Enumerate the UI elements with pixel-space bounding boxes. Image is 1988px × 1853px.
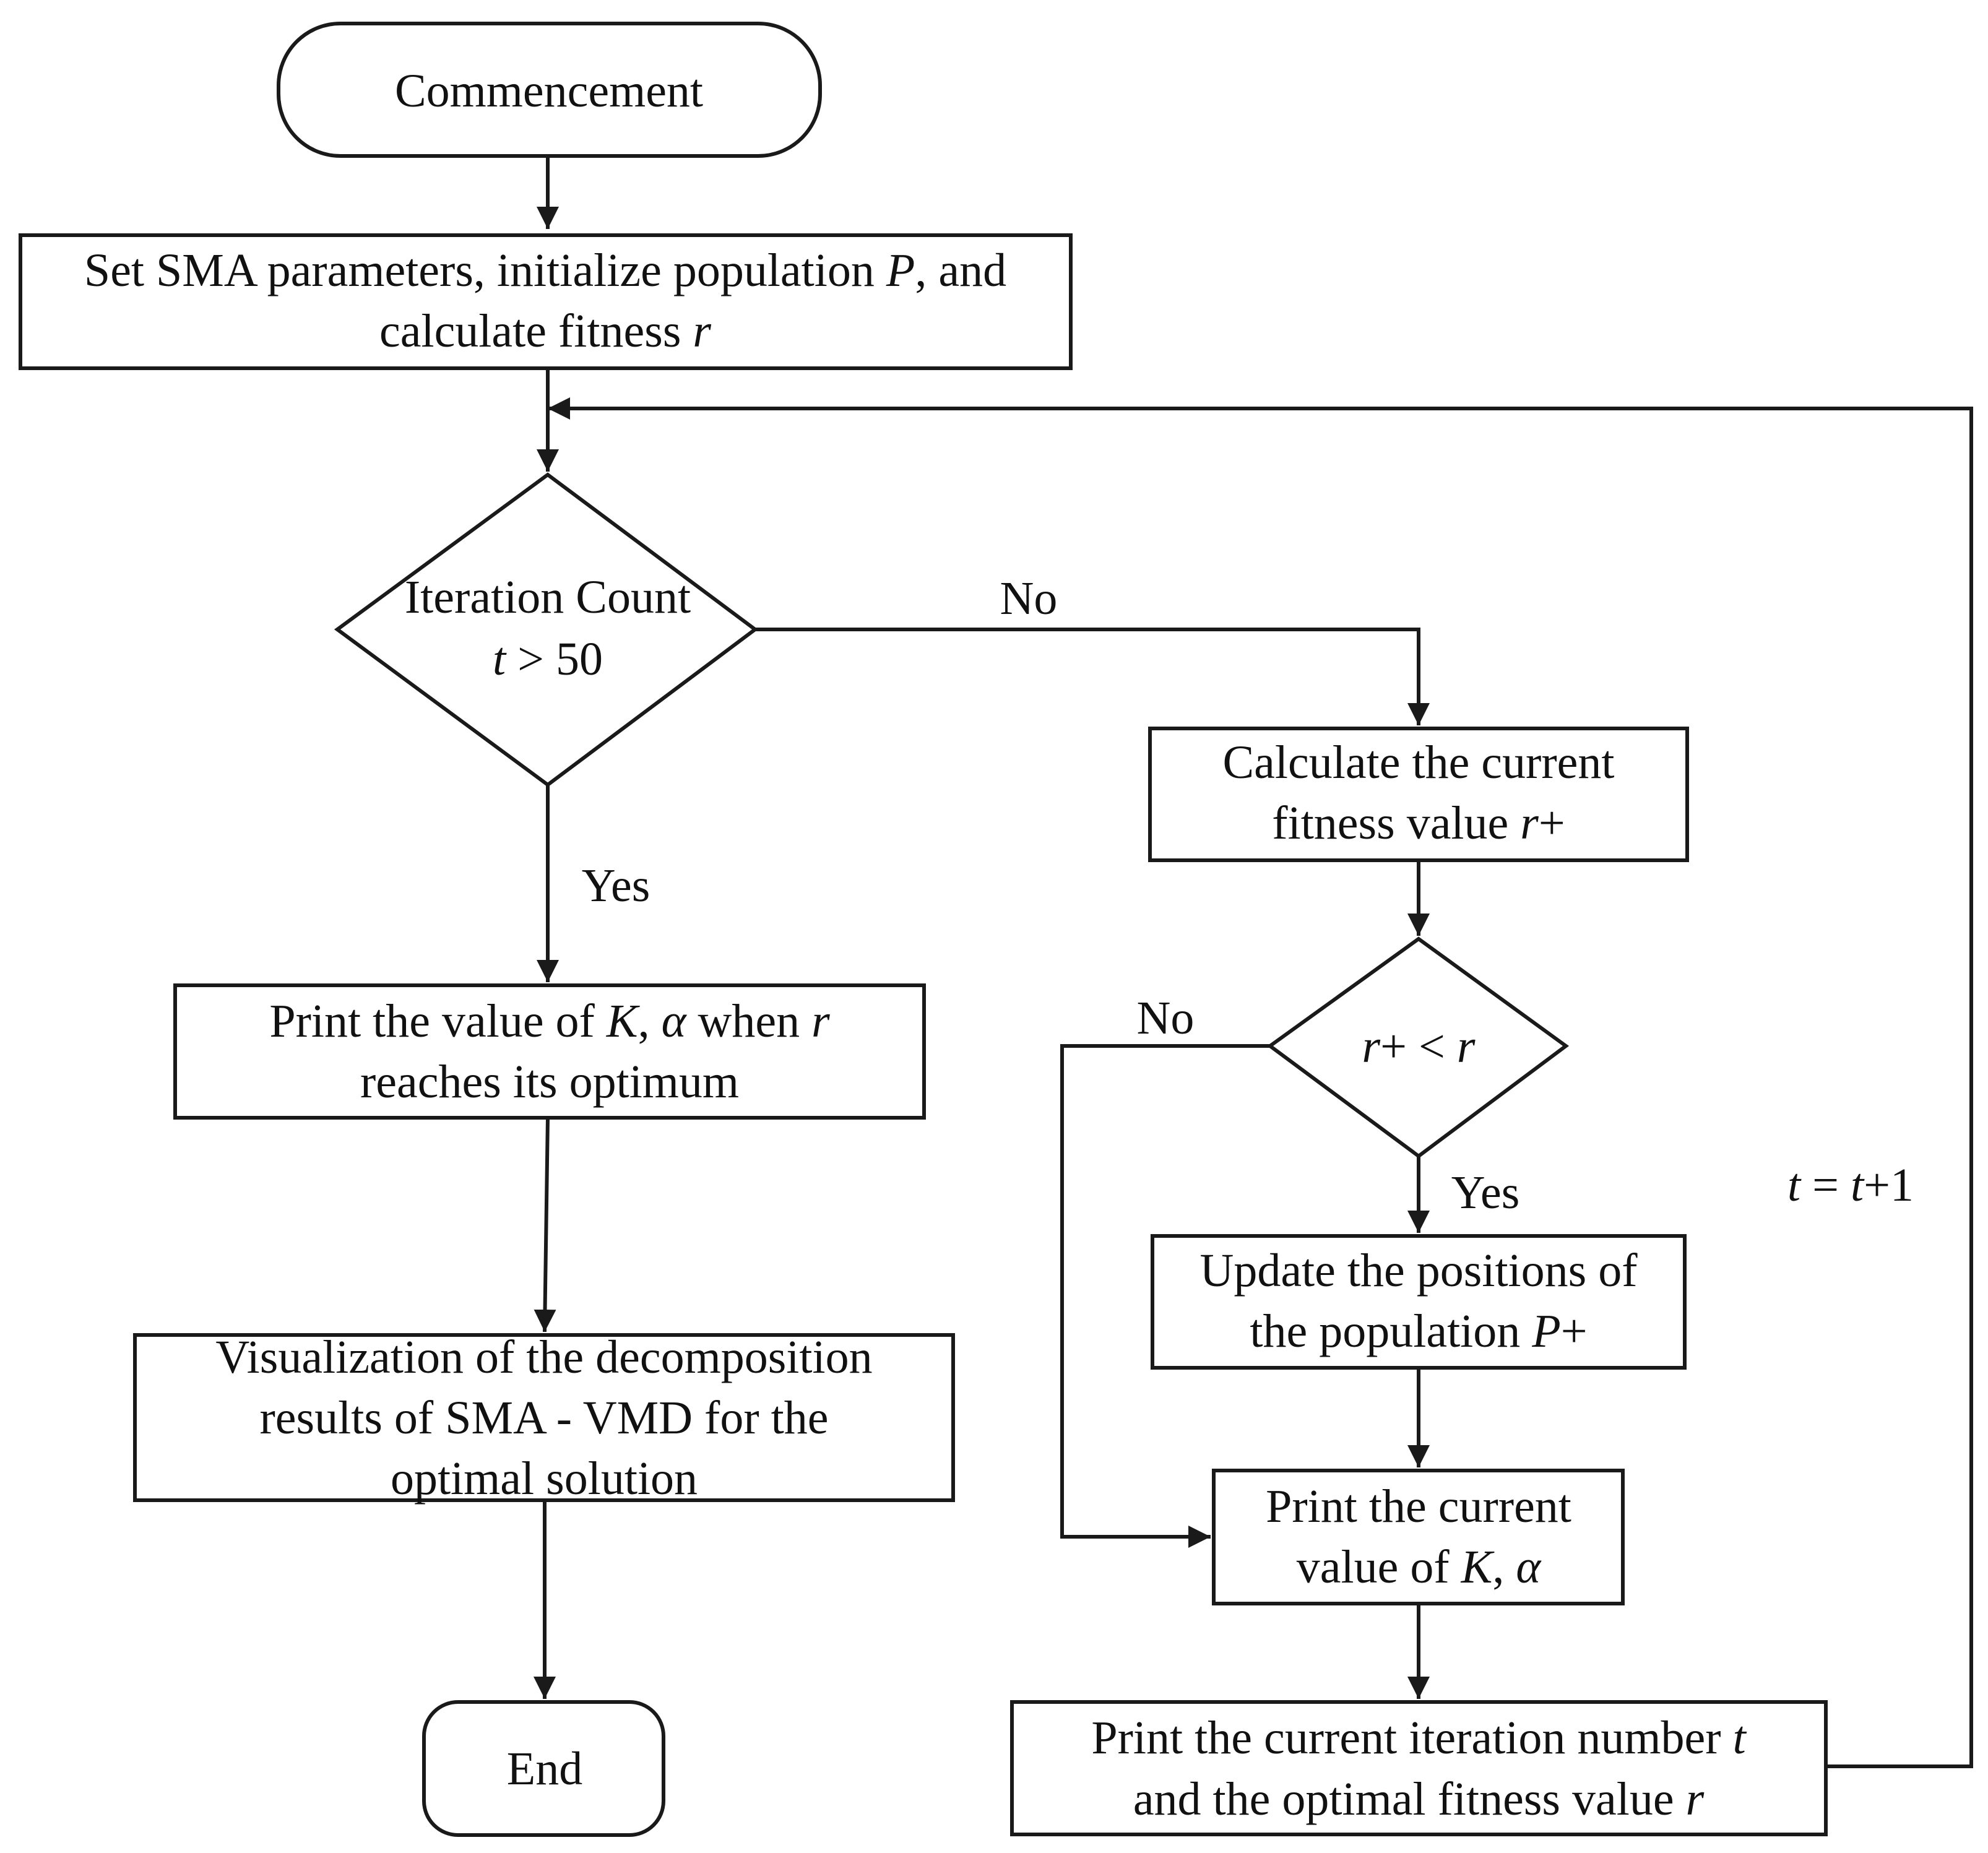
start-node: Commencement xyxy=(277,22,822,158)
print-iteration-line2: and the optimal fitness value r xyxy=(1133,1773,1705,1825)
loop-increment-label: t = t+1 xyxy=(1787,1159,1914,1211)
print-optimum-line2: reaches its optimum xyxy=(360,1056,739,1108)
update-node: Update the positions of the population P… xyxy=(1151,1234,1687,1370)
iteration-decision: Iteration Count t > 50 xyxy=(334,472,759,787)
compare-no-label: No xyxy=(1137,992,1195,1044)
visualization-line3: optimal solution xyxy=(391,1453,698,1505)
edge-print-opt-to-visualize xyxy=(534,1117,556,1333)
init-node-line2: calculate fitness r xyxy=(379,305,711,357)
update-node-line1: Update the positions of xyxy=(1199,1245,1638,1297)
print-iteration-line1: Print the current iteration number t xyxy=(1091,1712,1747,1764)
visualization-node: Visualization of the decomposition resul… xyxy=(133,1331,955,1505)
calc-fitness-line2: fitness value r+ xyxy=(1272,797,1565,849)
print-optimum-line1: Print the value of K, α when r xyxy=(269,995,830,1047)
edge-check-no-to-calc xyxy=(755,628,1430,725)
compare-yes-label: Yes xyxy=(1451,1167,1520,1219)
edge-compare-no-to-print-current xyxy=(1060,1044,1270,1548)
print-current-node: Print the current value of K, α xyxy=(1212,1469,1625,1605)
print-current-line2: value of K, α xyxy=(1297,1541,1542,1593)
iteration-decision-line1: Iteration Count xyxy=(405,571,691,623)
init-node: Set SMA parameters, initialize populatio… xyxy=(19,233,1073,370)
start-node-label: Commencement xyxy=(395,65,703,117)
print-optimum-node: Print the value of K, α when r reaches i… xyxy=(173,983,926,1120)
iteration-yes-label: Yes xyxy=(582,860,650,912)
compare-decision: r+ < r xyxy=(1266,936,1570,1159)
edge-loop-back xyxy=(548,397,1973,1768)
visualization-line2: results of SMA - VMD for the xyxy=(259,1392,828,1444)
end-node-label: End xyxy=(507,1743,582,1795)
visualization-line1: Visualization of the decomposition xyxy=(215,1331,872,1383)
update-node-line2: the population P+ xyxy=(1250,1305,1587,1357)
calc-fitness-line1: Calculate the current xyxy=(1222,736,1614,788)
print-current-line1: Print the current xyxy=(1266,1480,1571,1532)
iteration-decision-line2: t > 50 xyxy=(493,633,603,685)
end-node: End xyxy=(422,1700,665,1837)
iteration-no-label: No xyxy=(1000,572,1058,624)
calc-fitness-node: Calculate the current fitness value r+ xyxy=(1148,727,1689,862)
init-node-line1: Set SMA parameters, initialize populatio… xyxy=(84,244,1006,296)
compare-decision-label: r+ < r xyxy=(1362,1021,1476,1073)
print-iteration-node: Print the current iteration number t and… xyxy=(1010,1700,1828,1836)
